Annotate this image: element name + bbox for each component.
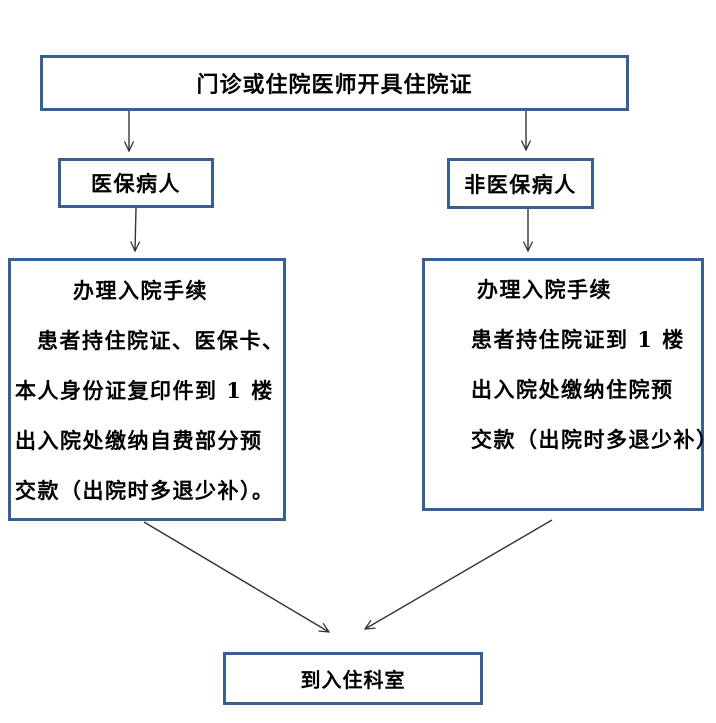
node-insured-label: 医保病人 [91,171,181,196]
node-noninsured-procedure: 办理入院手续 患者持住院证到 1 楼 出入院处缴纳住院预 交款（出院时多退少补） [422,258,716,511]
node-insured-procedure: 办理入院手续 患者持住院证、医保卡、 本人身份证复印件到 1 楼 出入院处缴纳自… [8,258,286,521]
node-noninsured-label: 非医保病人 [464,171,577,197]
arrow-insured-to-detail [135,207,136,251]
node-end-label: 到入住科室 [300,668,406,692]
detail-line: 交款（出院时多退少补） [471,427,716,452]
arrow-insured-detail-to-end [143,521,329,632]
node-noninsured-patient: 非医保病人 [447,158,594,209]
detail-line: 患者持住院证到 1 楼 [471,327,685,352]
detail-line: 患者持住院证、医保卡、 [37,328,285,353]
node-start-label: 门诊或住院医师开具住院证 [196,72,473,98]
detail-line: 交款（出院时多退少补）。 [15,478,275,503]
detail-line: 本人身份证复印件到 1 楼 [15,378,274,403]
detail-line: 办理入院手续 [73,278,208,303]
node-start: 门诊或住院医师开具住院证 [40,55,629,111]
node-end: 到入住科室 [223,652,483,705]
detail-line: 办理入院手续 [477,277,612,302]
detail-line: 出入院处缴纳自费部分预 [15,428,263,453]
node-insured-patient: 医保病人 [58,158,214,208]
arrow-noninsured-detail-to-end [365,519,553,629]
detail-line: 出入院处缴纳住院预 [471,377,674,402]
